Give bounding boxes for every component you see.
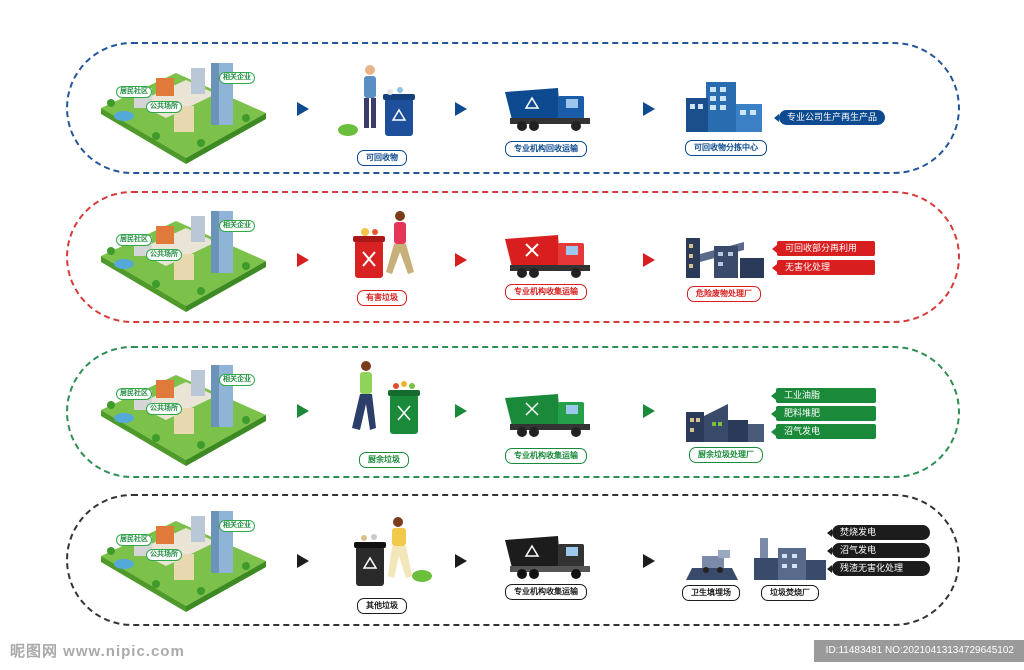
arrow-right-icon: [455, 253, 467, 267]
arrow-right-icon: [455, 102, 467, 116]
flow-row-recyclable: [66, 42, 960, 174]
building-icon: [686, 82, 762, 132]
landfill-illustration: [684, 542, 740, 582]
other-bin-illustration: [342, 510, 442, 590]
incinerator-icon: [754, 538, 826, 580]
enterprise-label: 相关企业: [219, 72, 255, 84]
image-id-bar: ID:11483481 NO:20210413134729645102: [813, 640, 1024, 662]
arrow-right-icon: [455, 404, 467, 418]
truck-illustration: [500, 384, 596, 444]
bin-label-kitchen: 厨余垃圾: [359, 452, 409, 468]
arrow-right-icon: [643, 102, 655, 116]
truck-label-hazardous: 专业机构收集运输: [505, 284, 587, 300]
truck-label-other: 专业机构收集运输: [505, 584, 587, 600]
facility-label-hazardous-plant: 危险废物处理厂: [687, 286, 761, 302]
other-bin-icon: [354, 517, 432, 586]
city-illustration: 居民社区 公共场所 相关企业: [96, 206, 271, 314]
community-label: 居民社区: [116, 388, 152, 400]
city-illustration: 居民社区 公共场所 相关企业: [96, 360, 271, 468]
arrow-right-icon: [297, 253, 309, 267]
facility-label-landfill: 卫生填埋场: [682, 585, 740, 601]
arrow-right-icon: [455, 554, 467, 568]
arrow-right-icon: [297, 102, 309, 116]
truck-icon: [505, 536, 590, 579]
bin-label-hazardous: 有害垃圾: [357, 290, 407, 306]
hazardous-bin-illustration: [330, 210, 430, 290]
sorting-center-illustration: [684, 78, 766, 134]
recyclable-bin-illustration: [330, 62, 430, 142]
public-place-label: 公共场所: [146, 549, 182, 561]
public-place-label: 公共场所: [146, 249, 182, 261]
public-place-label: 公共场所: [146, 403, 182, 415]
community-label: 居民社区: [116, 534, 152, 546]
outcome-tag: 焚烧发电: [827, 525, 930, 540]
flow-row-hazardous: [66, 191, 960, 323]
truck-label-recyclable: 专业机构回收运输: [505, 141, 587, 157]
truck-illustration: [500, 526, 596, 586]
incinerator-illustration: [752, 534, 828, 582]
enterprise-label: 相关企业: [219, 374, 255, 386]
enterprise-label: 相关企业: [219, 220, 255, 232]
arrow-right-icon: [297, 554, 309, 568]
factory-icon: [686, 238, 764, 278]
arrow-right-icon: [643, 554, 655, 568]
outcome-tag: 沼气发电: [827, 543, 930, 558]
arrow-right-icon: [643, 253, 655, 267]
arrow-right-icon: [643, 404, 655, 418]
enterprise-label: 相关企业: [219, 520, 255, 532]
truck-illustration: [500, 78, 596, 138]
outcome-tag: 工业油脂: [771, 388, 876, 403]
outcome-tag: 沼气发电: [771, 424, 876, 439]
factory-icon: [686, 404, 764, 442]
outcome-tag: 无害化处理: [772, 260, 875, 275]
hazardous-plant-illustration: [684, 232, 766, 280]
truck-icon: [505, 235, 590, 278]
kitchen-bin-illustration: [342, 358, 442, 438]
community-label: 居民社区: [116, 234, 152, 246]
recyclable-bin-icon: [338, 65, 415, 136]
outcome-tag: 专业公司生产再生产品: [773, 110, 886, 125]
public-place-label: 公共场所: [146, 101, 182, 113]
watermark: 昵图网 www.nipic.com: [10, 643, 185, 660]
landfill-icon: [686, 550, 738, 580]
arrow-right-icon: [297, 404, 309, 418]
kitchen-plant-illustration: [684, 398, 766, 444]
bin-label-recyclable: 可回收物: [357, 150, 407, 166]
bin-label-other: 其他垃圾: [357, 598, 407, 614]
community-label: 居民社区: [116, 86, 152, 98]
facility-label-sorting-center: 可回收物分拣中心: [685, 140, 767, 156]
facility-label-incinerator: 垃圾焚烧厂: [761, 585, 819, 601]
facility-label-kitchen-plant: 厨余垃圾处理厂: [689, 447, 763, 463]
city-illustration: 居民社区 公共场所 相关企业: [96, 58, 271, 166]
hazardous-bin-icon: [353, 211, 414, 278]
truck-icon: [505, 394, 590, 437]
outcome-tag: 肥料堆肥: [771, 406, 876, 421]
truck-label-kitchen: 专业机构收集运输: [505, 448, 587, 464]
outcome-tag: 可回收部分再利用: [772, 241, 875, 256]
city-illustration: 居民社区 公共场所 相关企业: [96, 506, 271, 614]
truck-icon: [505, 88, 590, 131]
outcome-tag: 残渣无害化处理: [827, 561, 930, 576]
kitchen-bin-icon: [352, 361, 420, 434]
flow-row-kitchen: [66, 346, 960, 478]
truck-illustration: [500, 225, 596, 285]
flow-row-other: [66, 494, 960, 626]
